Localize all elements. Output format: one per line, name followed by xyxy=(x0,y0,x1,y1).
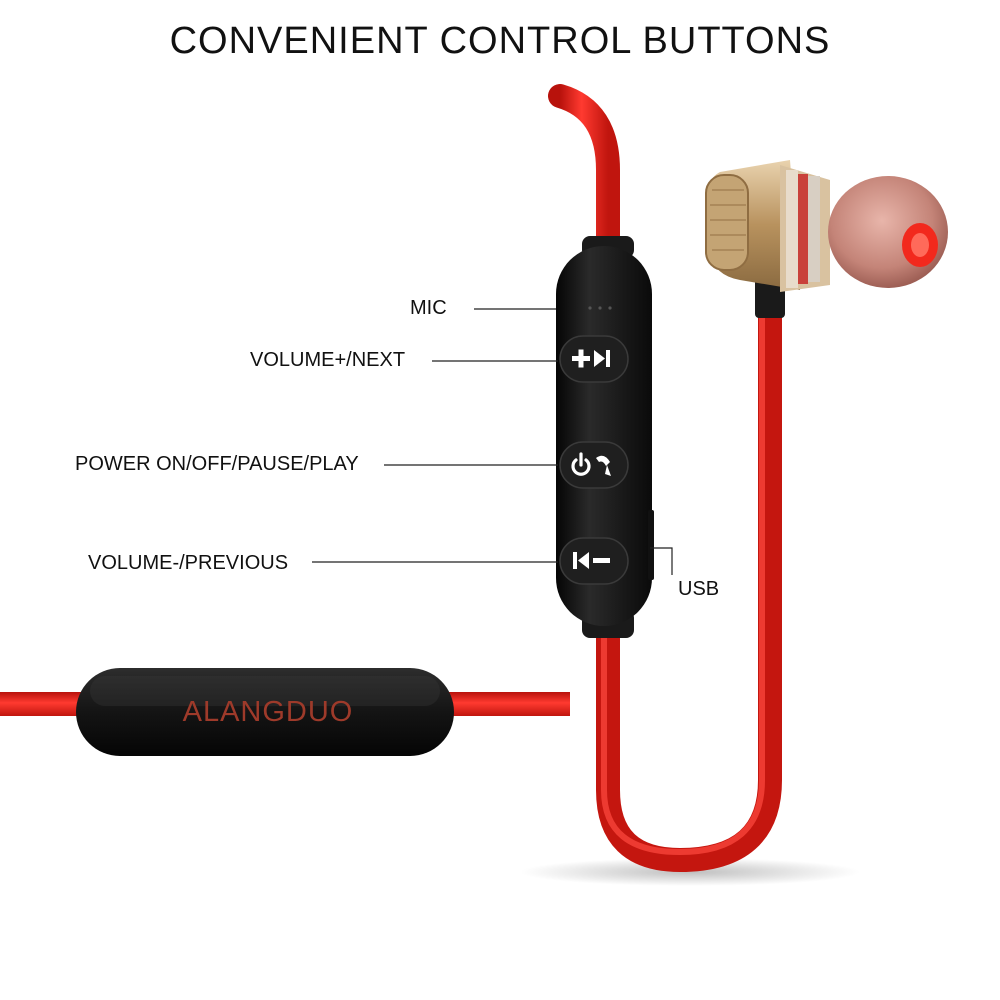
brand-housing xyxy=(76,668,454,756)
cable-top xyxy=(548,84,620,257)
page-title: CONVENIENT CONTROL BUTTONS xyxy=(169,20,831,62)
mic-label: MIC xyxy=(410,297,447,319)
volume-down-button[interactable] xyxy=(559,537,629,585)
volume-up-button[interactable] xyxy=(559,335,629,383)
usb-port xyxy=(648,510,654,580)
volume-down-label: VOLUME-/PREVIOUS xyxy=(88,552,289,574)
brand-name: ALANGDUO xyxy=(182,696,354,728)
mic-hole xyxy=(588,306,592,310)
usb-leader-line xyxy=(650,547,673,575)
earbud xyxy=(705,160,948,318)
floor-shadow xyxy=(520,858,860,886)
power-call-icon xyxy=(571,452,611,476)
power-button[interactable] xyxy=(559,441,629,489)
volume-up-label: VOLUME+/NEXT xyxy=(250,349,406,371)
plus-next-icon xyxy=(572,349,610,368)
previous-minus-icon xyxy=(573,552,610,569)
power-label: POWER ON/OFF/PAUSE/PLAY xyxy=(75,453,359,475)
usb-label: USB xyxy=(678,578,720,600)
